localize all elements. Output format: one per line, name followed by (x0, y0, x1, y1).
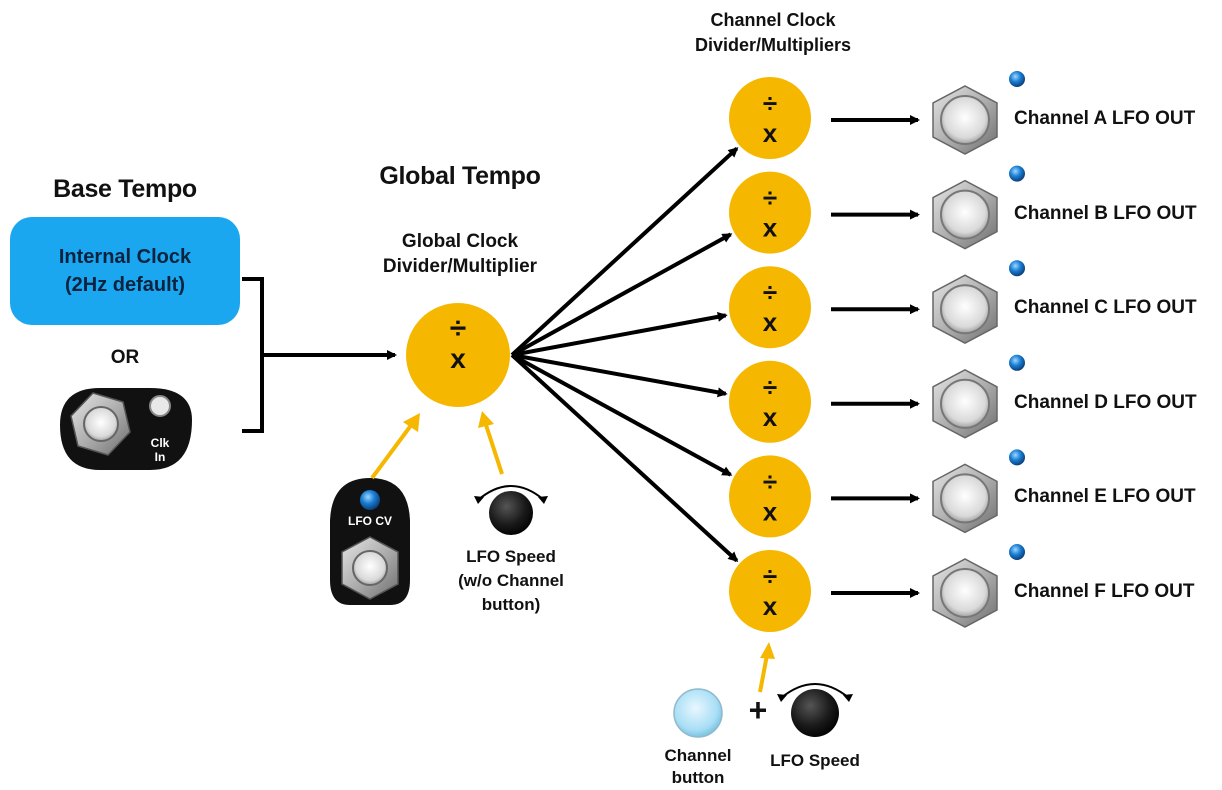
plus-icon: + (748, 692, 768, 728)
fan-out-arrows (510, 146, 739, 563)
clock-source-bracket (242, 277, 264, 433)
channel-multiply-icon-c: x (763, 307, 778, 337)
channel-d-led (1009, 354, 1025, 371)
channel-f-output-jack[interactable] (932, 558, 998, 628)
channel-f-output-label: Channel F LFO OUT (1014, 581, 1195, 602)
channel-multiply-icon-b: x (763, 213, 778, 243)
global-control-arrows (370, 411, 504, 480)
channel-multiply-icon-f: x (763, 591, 778, 621)
channel-multiply-icon-e: x (763, 496, 778, 526)
channel-control-arrow (758, 642, 775, 693)
clk-in-label: Clk In (150, 436, 170, 464)
channel-lfo-speed-label: LFO Speed (770, 751, 860, 770)
channel-divider-e (729, 455, 811, 538)
fan-arrow-d (511, 353, 728, 398)
channel-divider-f (729, 550, 811, 632)
fan-arrow-f (510, 353, 739, 563)
channel-a-led (1009, 71, 1025, 87)
channel-divider-d (729, 360, 811, 443)
channel-divider-a (729, 77, 811, 159)
base-tempo-title: Base Tempo (53, 175, 197, 203)
channel-divider-c (729, 266, 811, 349)
or-label: OR (110, 347, 140, 368)
channel-c-output-label: Channel C LFO OUT (1014, 297, 1197, 319)
global-divider-symbol: ÷ x (418, 314, 498, 374)
channel-divide-icon-f: ÷ (763, 561, 777, 591)
channel-b-output-label: Channel B LFO OUT (1014, 202, 1197, 224)
global-lfo-speed-label: LFO Speed (w/o Channel button) (458, 547, 564, 614)
lfo-cv-jack[interactable] (330, 478, 410, 605)
global-lfo-speed-knob[interactable] (474, 485, 548, 535)
channel-rows: ÷x÷x÷x÷x÷x÷x (729, 71, 1025, 632)
channel-e-led (1009, 449, 1025, 466)
channel-multiply-icon-a: x (763, 118, 778, 148)
internal-clock-label: Internal Clock (2Hz default) (58, 246, 192, 296)
channel-d-output-label: Channel D LFO OUT (1014, 391, 1197, 413)
fan-arrow-c (511, 311, 728, 357)
global-divider-label: Global Clock Divider/Multiplier (382, 231, 538, 277)
fan-arrow-e (511, 353, 733, 477)
channel-b-output-jack[interactable] (932, 179, 998, 250)
fan-arrow-a (510, 146, 739, 357)
fan-arrow-b (511, 232, 733, 357)
channel-multiply-icon-d: x (763, 402, 778, 432)
channel-divide-icon-c: ÷ (763, 277, 777, 307)
channel-e-output-jack[interactable] (932, 463, 998, 534)
channel-button[interactable] (673, 688, 723, 738)
channel-divider-b (729, 171, 811, 254)
channel-divide-icon-a: ÷ (763, 88, 777, 118)
channel-f-led (1009, 544, 1025, 560)
channel-divide-icon-b: ÷ (763, 183, 777, 213)
lfo-cv-led (360, 490, 380, 510)
channel-button-label: Channel button (664, 746, 732, 787)
lfo-cv-label: LFO CV (348, 514, 392, 528)
multiply-icon: x (450, 343, 466, 374)
global-tempo-title: Global Tempo (379, 162, 541, 190)
channel-e-output-label: Channel E LFO OUT (1014, 486, 1196, 508)
channel-a-output-label: Channel A LFO OUT (1014, 108, 1196, 129)
channel-b-led (1009, 165, 1025, 182)
divide-icon: ÷ (449, 312, 467, 345)
channel-divide-icon-d: ÷ (763, 372, 777, 402)
channel-knob-turn-arrows (780, 683, 850, 699)
clk-in-led (149, 395, 171, 417)
channel-dividers-header: Channel Clock Divider/Multipliers (694, 10, 852, 55)
channel-c-output-jack[interactable] (932, 274, 998, 345)
global-divider (406, 303, 510, 407)
channel-lfo-speed-knob[interactable] (777, 683, 853, 737)
channel-d-output-jack[interactable] (932, 368, 998, 439)
channel-divide-icon-e: ÷ (763, 466, 777, 496)
knob-turn-arrows (477, 485, 545, 501)
internal-clock-box: Internal Clock (2Hz default) (10, 217, 240, 325)
clk-in-jack[interactable] (60, 388, 192, 470)
channel-a-output-jack[interactable] (932, 85, 998, 155)
channel-c-led (1009, 260, 1025, 277)
